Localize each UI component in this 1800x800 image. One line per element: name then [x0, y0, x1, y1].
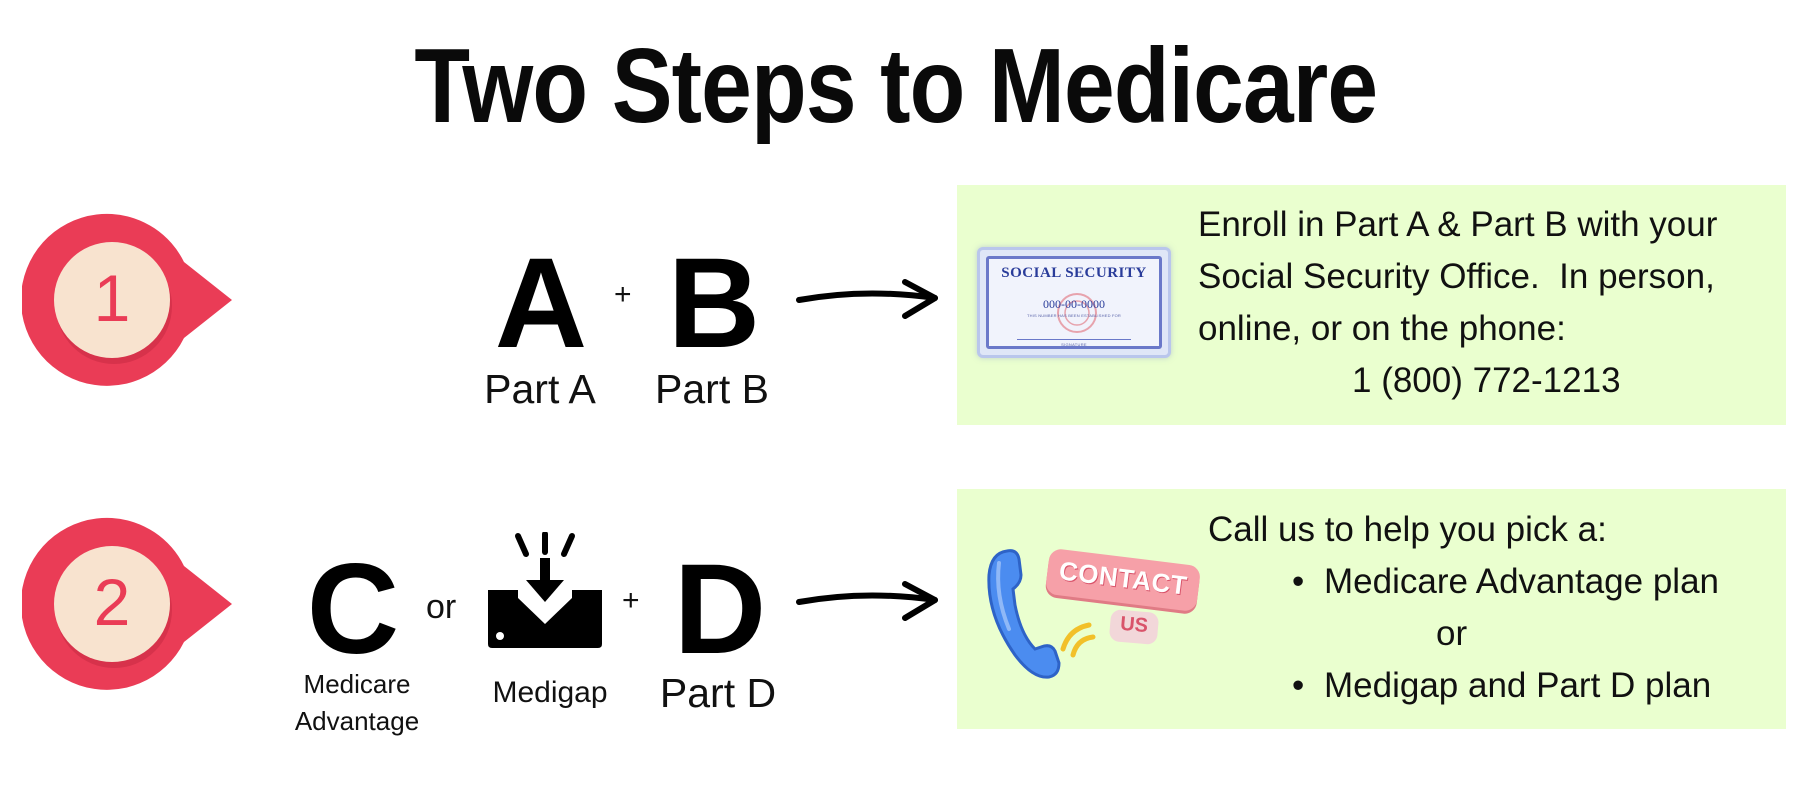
or-text: or: [426, 588, 457, 626]
inbox-download-icon: [488, 532, 602, 648]
part-d-label: Part D: [659, 670, 777, 716]
part-c-letter: C: [306, 538, 400, 681]
contact-us-graphic: CONTACT US: [985, 545, 1205, 685]
medicare-advantage-label-line-2: Advantage: [294, 706, 420, 736]
signal-waves-icon: [1060, 622, 1096, 658]
card-title: SOCIAL SECURITY: [1001, 265, 1147, 281]
step-2-number: 2: [93, 565, 131, 639]
step-1-arrow-icon: [796, 279, 938, 319]
contact-word: CONTACT: [1057, 555, 1189, 601]
us-word: US: [1119, 612, 1149, 638]
option-medigap-part-d: Medigap and Part D plan: [1324, 666, 1712, 705]
medicare-advantage-label-line-1: Medicare: [303, 669, 411, 699]
social-security-card-icon: SOCIAL SECURITY 000-00-0000 THIS NUMBER …: [977, 247, 1171, 358]
step-2-badge-icon: [22, 517, 232, 690]
step-1-badge-icon: [22, 213, 232, 386]
part-d-letter: D: [673, 538, 767, 681]
step-2-arrow-icon: [796, 581, 938, 621]
page-title: Two Steps to Medicare: [414, 27, 1378, 145]
plan-options-list: • Medicare Advantage plan: [1288, 556, 1719, 608]
list-item: • Medicare Advantage plan: [1288, 556, 1719, 608]
card-seal-icon: [1057, 293, 1097, 333]
option-medicare-advantage: Medicare Advantage plan: [1324, 562, 1719, 601]
part-b-letter: B: [667, 232, 761, 375]
phone-number: 1 (800) 772-1213: [1352, 361, 1621, 400]
part-a-letter: A: [494, 232, 588, 375]
step-1-line-2: Social Security Office. In person,: [1198, 257, 1715, 296]
step-1-number: 1: [93, 261, 131, 335]
card-number: 000-00-0000: [1043, 297, 1105, 311]
plus-sign-2: +: [622, 584, 640, 617]
part-a-label: Part A: [484, 366, 596, 412]
card-signature-label: SIGNATURE: [1061, 342, 1087, 347]
step-2-intro: Call us to help you pick a:: [1208, 510, 1607, 549]
step-1-line-1: Enroll in Part A & Part B with your: [1198, 205, 1718, 244]
us-bubble: US: [1108, 608, 1160, 646]
step-1-line-3: online, or on the phone:: [1198, 309, 1566, 348]
medigap-label: Medigap: [492, 676, 608, 709]
card-signature-line: [1017, 339, 1131, 340]
part-b-label: Part B: [655, 366, 769, 412]
step-2-panel: [957, 489, 1786, 729]
bullet-marker: •: [1292, 666, 1305, 705]
plan-options-list-2: • Medigap and Part D plan: [1288, 660, 1711, 712]
telephone-handset-icon: [987, 549, 1061, 679]
card-fine-print: THIS NUMBER HAS BEEN ESTABLISHED FOR: [1026, 313, 1122, 318]
list-item: • Medigap and Part D plan: [1288, 660, 1711, 712]
options-or-text: or: [1436, 614, 1468, 653]
bullet-marker: •: [1292, 562, 1305, 601]
plus-sign: +: [614, 278, 632, 311]
